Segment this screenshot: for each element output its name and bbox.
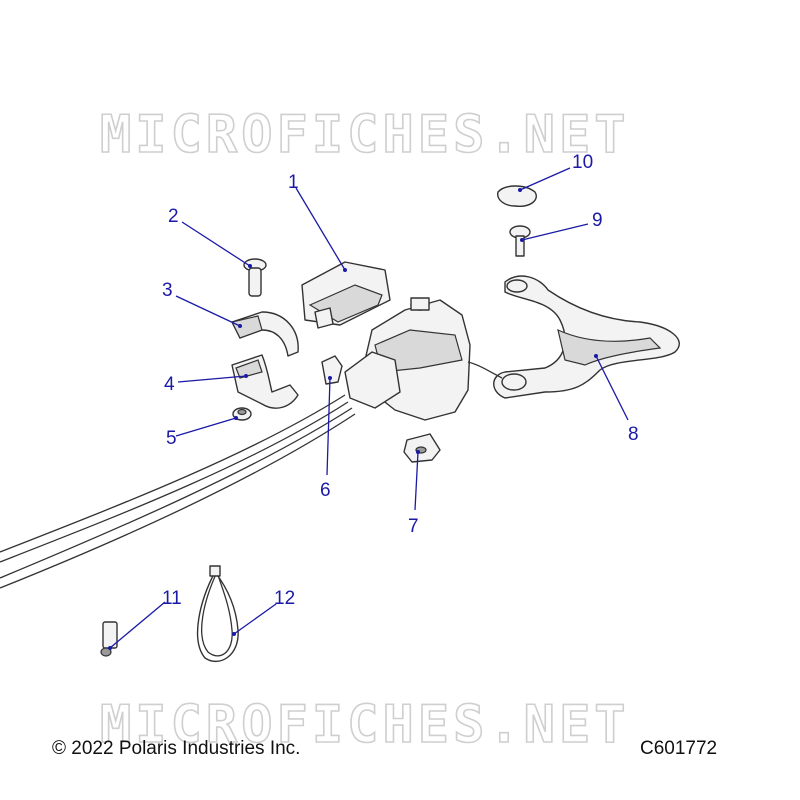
callout-2: 2 <box>168 206 179 227</box>
part-12-cable-tie <box>197 565 239 663</box>
callout-6: 6 <box>320 480 331 501</box>
leader-lines <box>108 167 629 650</box>
callout-7: 7 <box>408 516 419 537</box>
callout-10: 10 <box>572 152 593 173</box>
callout-4: 4 <box>164 374 175 395</box>
callout-9: 9 <box>592 210 603 231</box>
diagram-code: C601772 <box>640 738 718 759</box>
part-6-clip <box>321 355 343 385</box>
part-1-switch-cover <box>301 261 391 329</box>
part-2-screw <box>243 258 267 297</box>
callout-labels: 1 2 3 4 5 6 7 8 9 10 11 12 <box>162 152 639 609</box>
part-11-clip <box>100 621 118 657</box>
callout-12: 12 <box>274 588 295 609</box>
callout-11: 11 <box>162 588 182 609</box>
part-9-screw <box>509 225 531 257</box>
callout-1: 1 <box>288 172 299 193</box>
part-7-guide <box>403 433 441 463</box>
wire-harness <box>0 394 356 589</box>
callout-8: 8 <box>628 424 639 445</box>
switch-housing <box>344 297 471 421</box>
part-10-cap <box>497 185 537 207</box>
watermark-bottom: MICROFICHES.NET <box>100 695 630 755</box>
part-4-clamp-lower <box>231 354 299 409</box>
callout-5: 5 <box>166 428 177 449</box>
callout-3: 3 <box>162 280 173 301</box>
part-3-clamp-upper <box>231 311 299 357</box>
copyright-text: © 2022 Polaris Industries Inc. <box>52 738 301 759</box>
part-8-bracket <box>467 275 680 399</box>
watermark-top: MICROFICHES.NET <box>100 105 630 165</box>
